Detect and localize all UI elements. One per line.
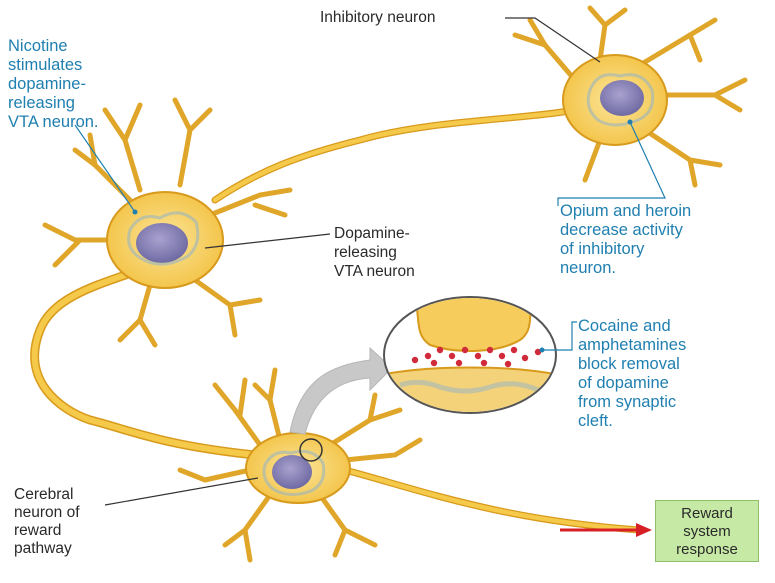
cerebral-neuron: [246, 433, 350, 503]
inhibitory-nucleus: [600, 80, 644, 116]
inhibitory-axon-inner: [215, 110, 575, 200]
cerebral-axon: [345, 470, 640, 530]
label-cerebral-neuron: Cerebral neuron of reward pathway: [14, 486, 80, 558]
zoom-arrow: [290, 348, 392, 434]
reward-system-response-box: Reward system response: [655, 500, 759, 562]
label-cocaine-amphetamines: Cocaine and amphetamines block removal o…: [578, 317, 686, 431]
label-nicotine: Nicotine stimulates dopamine- releasing …: [8, 37, 99, 132]
cerebral-leader: [105, 478, 258, 505]
vta-neuron: [107, 192, 223, 288]
label-vta-neuron: Dopamine- releasing VTA neuron: [334, 224, 415, 281]
reward-arrow-head: [636, 523, 652, 537]
vta-axon-to-cerebral-inner: [35, 262, 255, 455]
inhibitory-neuron: [563, 55, 667, 145]
label-opium-heroin: Opium and heroin decrease activity of in…: [560, 202, 691, 278]
vta-axon-to-cerebral: [35, 262, 255, 455]
label-inhibitory-neuron: Inhibitory neuron: [320, 9, 435, 27]
synapse-inset: [380, 295, 560, 420]
inhibitory-axon: [215, 110, 575, 200]
vta-nucleus: [136, 223, 188, 263]
